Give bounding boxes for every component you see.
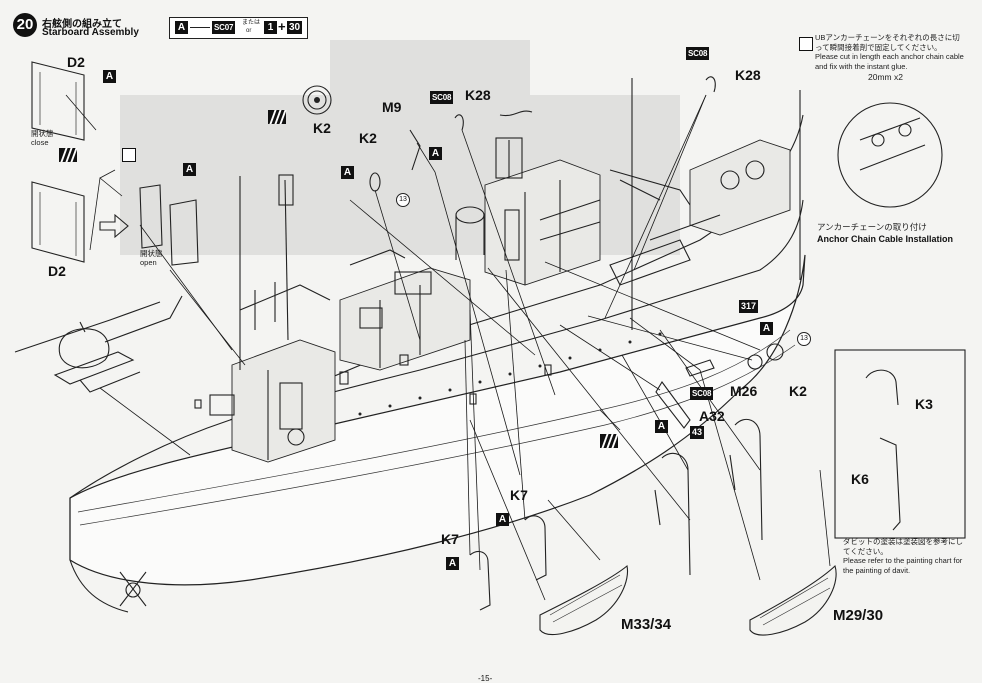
tag-a-k2-right: A: [760, 322, 773, 335]
tag-sc08-right: SC08: [686, 47, 710, 60]
part-label-k28-right: K28: [735, 67, 761, 83]
tag-a-m9: A: [429, 147, 442, 160]
part-label-d2-bottom: D2: [48, 263, 66, 279]
hatch-close-en: close: [31, 138, 49, 147]
paint-formula-box: A SC07 または or 1 + 30: [169, 17, 308, 39]
hatch-panels: [31, 61, 199, 266]
hatch-open-jp: 開状態: [140, 249, 163, 258]
paint-stripes-icon: [59, 148, 78, 162]
step-title-en: Starboard Assembly: [42, 27, 139, 38]
formula-tag-30: 30: [287, 21, 303, 34]
helicopter-drawing: [14, 295, 183, 393]
part-k2-disc: [302, 85, 332, 115]
tag-sc08-mid: SC08: [430, 91, 454, 104]
cement-diamond-icon-anchor: [799, 37, 813, 51]
tag-a-k7-lower: A: [446, 557, 459, 570]
part-label-k2-right: K2: [789, 383, 807, 399]
portholes: [328, 332, 662, 424]
step-title-jp: 右舷側の組み立て: [42, 19, 122, 30]
tag-43: 43: [690, 426, 705, 439]
part-label-m29-30: M29/30: [833, 607, 884, 624]
formula-tag-sc07: SC07: [212, 21, 236, 34]
anchor-note-en: Please cut in length each anchor chain c…: [815, 52, 964, 71]
midship-superstructure: [339, 249, 471, 371]
anchor-note-jp: UBアンカーチェーンをそれぞれの長さに切って瞬間接着剤で固定してください。: [815, 33, 960, 52]
circle-13-right: 13: [797, 332, 811, 346]
page-number: -15-: [478, 674, 493, 683]
forward-deck: [609, 78, 801, 330]
anchor-chain-dimension: 20mm x2: [868, 72, 903, 82]
tag-a-d2: A: [103, 70, 116, 83]
davit-note-en: Please refer to the painting chart for t…: [843, 556, 963, 575]
tag-a-hatch-open: A: [183, 163, 196, 176]
formula-or-jp: または: [242, 20, 261, 26]
part-label-k28-mid: K28: [465, 87, 491, 103]
part-label-m26: M26: [730, 383, 758, 399]
paint-stripes-icon-k2: [268, 110, 287, 124]
part-label-m33-34: M33/34: [621, 616, 672, 633]
tag-sc08-m26: SC08: [690, 387, 714, 400]
formula-or-en: or: [246, 28, 252, 34]
part-label-a32: A32: [699, 408, 725, 424]
davit-note-jp: ダビットの塗装は塗装図を参考にしてください。: [843, 537, 963, 556]
tag-a-k7-upper: A: [496, 513, 509, 526]
part-label-k6: K6: [851, 471, 869, 487]
part-label-m9: M9: [382, 99, 402, 115]
step-number-badge: 20: [13, 13, 37, 37]
tag-317: 317: [739, 300, 759, 313]
part-label-d2-top: D2: [67, 54, 85, 70]
paint-stripes-icon-deck: [600, 434, 619, 448]
part-label-k2-left: K2: [313, 120, 331, 136]
detail-frames: [834, 102, 966, 539]
anchor-caption-jp: アンカーチェーンの取り付け: [817, 222, 927, 232]
tag-a-k2-mid: A: [341, 166, 354, 179]
circle-13-mid: 13: [396, 193, 410, 207]
part-label-k3: K3: [915, 396, 933, 412]
tag-a-a32: A: [655, 420, 668, 433]
aft-deckhouse: [209, 174, 336, 463]
part-label-k7-upper: K7: [510, 487, 528, 503]
part-label-k7-lower: K7: [441, 531, 459, 547]
lifeboats: [539, 564, 837, 636]
formula-plus: +: [278, 19, 286, 34]
part-label-k2-mid: K2: [359, 130, 377, 146]
formula-tag-1: 1: [264, 21, 277, 34]
formula-tag-a: A: [175, 21, 188, 34]
bridge: [455, 110, 601, 286]
anchor-caption-en: Anchor Chain Cable Installation: [817, 234, 954, 244]
hatch-close-jp: 開状態: [31, 129, 54, 138]
leader-lines: [65, 94, 831, 601]
cement-diamond-icon: [122, 148, 136, 162]
hatch-open-en: open: [140, 258, 157, 267]
